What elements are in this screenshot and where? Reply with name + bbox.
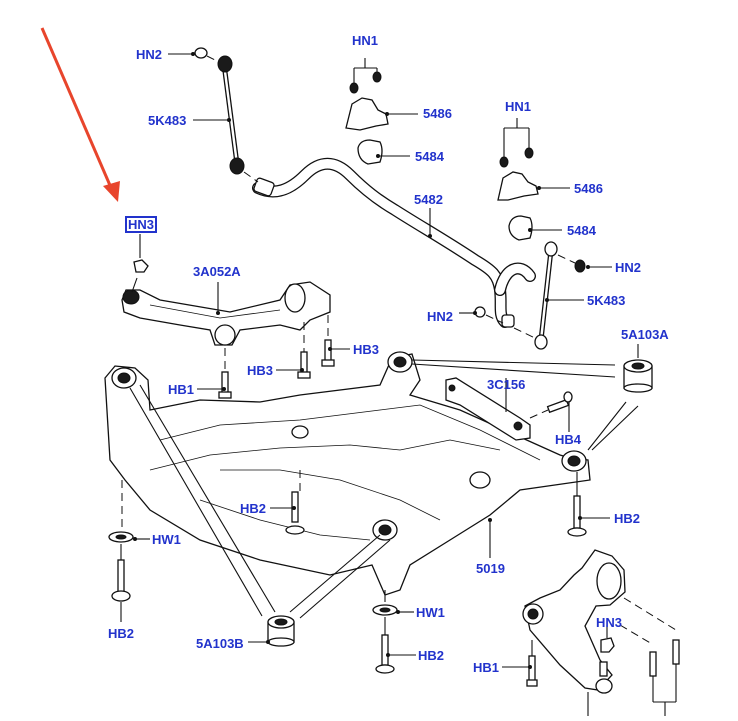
label-hb1: HB1	[473, 660, 500, 675]
label-hn1: HN1	[505, 99, 532, 114]
fasteners-right	[567, 472, 587, 537]
label-hn1: HN1	[352, 33, 379, 48]
highlight-arrow	[40, 27, 120, 202]
label-hb2: HB2	[614, 511, 641, 526]
stabilizer-link-right	[474, 241, 586, 350]
stabilizer-link-left	[194, 47, 259, 183]
label-hb2: HB2	[418, 648, 445, 663]
label-hn2: HN2	[615, 260, 642, 275]
label-5a103a: 5A103A	[621, 327, 669, 342]
label-hn3-highlighted: HN3	[125, 216, 158, 233]
label-5484: 5484	[567, 223, 596, 238]
label-5484: 5484	[415, 149, 444, 164]
label-hn2: HN2	[427, 309, 454, 324]
fasteners-left	[108, 480, 134, 622]
bolts-upper-arm	[218, 315, 335, 399]
label-5k483: 5K483	[148, 113, 187, 128]
bracket-3c156	[445, 377, 573, 441]
bushing-5a103a	[411, 344, 653, 451]
label-5k483: 5K483	[587, 293, 626, 308]
leader-lines	[133, 52, 612, 669]
label-5486: 5486	[574, 181, 603, 196]
subframe	[104, 351, 591, 596]
control-arm-lower	[522, 549, 680, 716]
bracket-center	[345, 58, 389, 165]
label-5486: 5486	[423, 106, 452, 121]
label-hb2: HB2	[108, 626, 135, 641]
label-hw1: HW1	[416, 605, 445, 620]
stabilizer-bar	[252, 157, 536, 328]
label-3c156: 3C156	[487, 377, 526, 392]
label-hw1: HW1	[152, 532, 181, 547]
label-5a103b: 5A103B	[196, 636, 244, 651]
label-hb4: HB4	[555, 432, 582, 447]
label-hb3: HB3	[353, 342, 380, 357]
label-5019: 5019	[476, 561, 505, 576]
label-hb3: HB3	[247, 363, 274, 378]
label-5482: 5482	[414, 192, 443, 207]
label-hb1: HB1	[168, 382, 195, 397]
label-hn2: HN2	[136, 47, 163, 62]
bracket-right	[497, 118, 539, 241]
label-hn3: HN3	[596, 615, 623, 630]
control-arm-upper	[121, 234, 331, 346]
bushing-5a103b	[129, 384, 391, 647]
label-hb2: HB2	[240, 501, 267, 516]
label-3a052a: 3A052A	[193, 264, 241, 279]
